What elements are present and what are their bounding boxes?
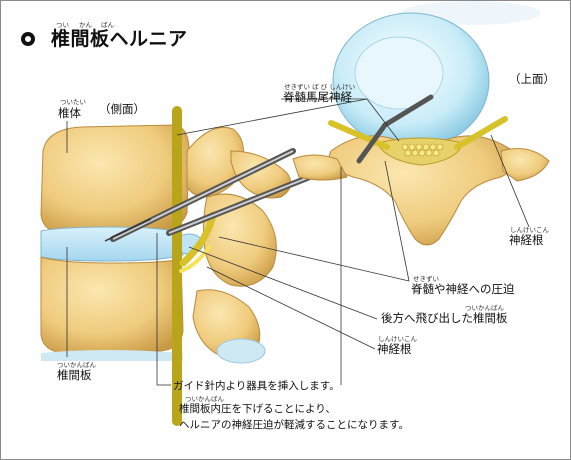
nerve-root-top-right xyxy=(454,116,508,150)
disc-label: 椎間板 xyxy=(57,368,92,382)
title-ruby-3: ばん xyxy=(101,21,114,29)
title-ruby-2: かん xyxy=(79,21,92,29)
nucleus-pulposus xyxy=(354,36,444,110)
nerve-root-top-ruby: しんけいこん xyxy=(510,226,549,234)
nerve-root-top-left xyxy=(328,120,390,150)
nerve-root-top-label: 神経根 xyxy=(509,233,544,247)
right-transverse-process xyxy=(500,148,550,182)
compression-ruby: せきずい xyxy=(413,275,439,283)
cauda-equina-ruby: せきずい ば び しんけい xyxy=(284,83,356,91)
top-view-label: （上面） xyxy=(509,72,555,86)
compression-label: 脊髄や神経への圧迫 xyxy=(411,282,515,296)
vertebral-body-label: 椎体 xyxy=(58,106,81,120)
caption-line-2: 椎間板内圧を下げることにより、 xyxy=(179,403,336,415)
lower-disc-edge xyxy=(41,350,183,361)
nerve-root-side-label: 神経根 xyxy=(377,342,412,356)
facet-joint xyxy=(202,193,277,287)
nerve-root-side-ruby: しんけいこん xyxy=(378,335,417,343)
vertebral-body-ruby: ついたい xyxy=(60,98,86,106)
page-title: 椎間板ヘルニア xyxy=(51,28,188,50)
left-transverse-process xyxy=(292,154,348,181)
nerve-root-side-branch xyxy=(179,245,211,273)
caption-line-2-ruby: ついかんばん xyxy=(185,395,224,403)
herniated-disc-label: 後方へ飛び出した椎間板 xyxy=(381,311,508,325)
side-view-label: （側面） xyxy=(99,102,145,116)
title-bullet-icon xyxy=(21,32,35,46)
intervertebral-disc xyxy=(40,226,184,262)
lower-vertebral-body xyxy=(40,256,184,354)
cauda-equina-label: 脊髄馬尾神経 xyxy=(283,90,352,104)
guide-needle-top xyxy=(382,94,434,128)
title-ruby-1: つい xyxy=(56,21,69,29)
guide-needle-top-shaft xyxy=(356,122,388,164)
disc-ruby: ついかんばん xyxy=(57,361,96,369)
nerve-root-side xyxy=(179,211,217,267)
leader-lines xyxy=(66,98,530,386)
lower-facet-cartilage xyxy=(216,338,266,364)
caption-line-3: ヘルニアの神経圧迫が軽減することになります。 xyxy=(179,419,409,431)
caption-line-1: ガイド針内より器具を挿入します。 xyxy=(173,380,340,392)
herniated-disc-ruby: ついかんばん xyxy=(465,304,504,312)
nerve-bundle xyxy=(401,143,444,157)
upper-vertebral-body xyxy=(40,124,190,234)
guide-needle-1-shine xyxy=(112,150,294,240)
instrument-tip xyxy=(104,218,152,242)
